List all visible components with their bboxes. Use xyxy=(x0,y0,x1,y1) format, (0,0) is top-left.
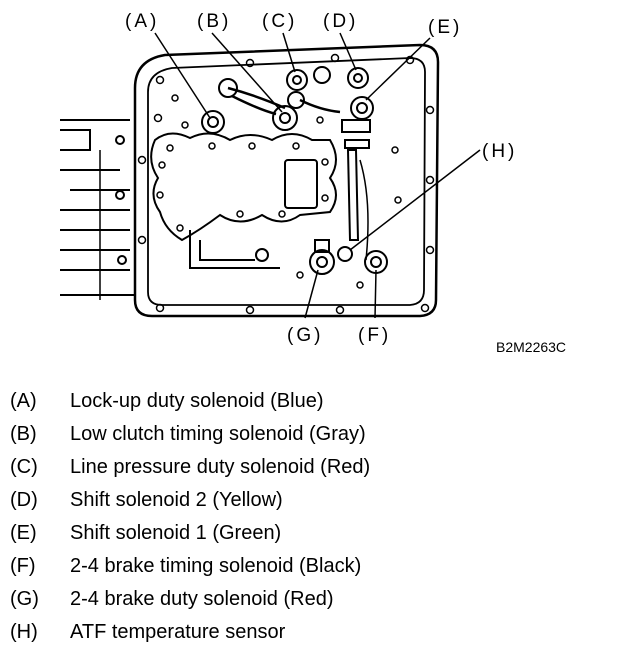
legend-key: (E) xyxy=(10,521,37,544)
legend-item: (F) 2-4 brake timing solenoid (Black) xyxy=(10,549,630,582)
legend-key: (C) xyxy=(10,455,38,478)
callout-a: (A) xyxy=(125,11,159,32)
solenoid-d xyxy=(313,66,369,89)
callout-d: (D) xyxy=(323,11,358,32)
leader-lines xyxy=(154,32,481,319)
figure-code: B2M2263C xyxy=(496,339,566,355)
legend-item: (C) Line pressure duty solenoid (Red) xyxy=(10,450,630,483)
callout-h: (H) xyxy=(482,141,517,162)
solenoid-b xyxy=(218,78,298,131)
callout-f: (F) xyxy=(358,325,391,346)
legend-key: (B) xyxy=(10,422,37,445)
legend-item: (A) Lock-up duty solenoid (Blue) xyxy=(10,384,630,417)
legend-description: ATF temperature sensor xyxy=(70,620,286,643)
pan-bolts xyxy=(137,53,435,315)
legend-item: (H) ATF temperature sensor xyxy=(10,615,630,648)
valve-body-diagram: (A) (B) (C) (D) (E) (H) (G) (F) B2M2263C xyxy=(60,11,566,355)
legend-key: (D) xyxy=(10,488,38,511)
legend-key: (F) xyxy=(10,554,36,577)
solenoid-g xyxy=(309,239,335,275)
legend-item: (B) Low clutch timing solenoid (Gray) xyxy=(10,417,630,450)
solenoid-c xyxy=(286,69,341,114)
legend-description: Lock-up duty solenoid (Blue) xyxy=(70,389,324,412)
legend-description: Shift solenoid 2 (Yellow) xyxy=(70,488,283,511)
legend-item: (E) Shift solenoid 1 (Green) xyxy=(10,516,630,549)
legend-description: Line pressure duty solenoid (Red) xyxy=(70,455,371,478)
legend-key: (A) xyxy=(10,389,37,412)
callout-g: (G) xyxy=(287,325,323,346)
legend-description: Low clutch timing solenoid (Gray) xyxy=(70,422,366,445)
legend-item: (G) 2-4 brake duty solenoid (Red) xyxy=(10,582,630,615)
legend-key: (G) xyxy=(10,587,39,610)
legend-key: (H) xyxy=(10,620,38,643)
legend: (A) Lock-up duty solenoid (Blue) (B) Low cl… xyxy=(10,384,630,648)
legend-item: (D) Shift solenoid 2 (Yellow) xyxy=(10,483,630,516)
solenoid-a xyxy=(201,110,225,134)
callout-c: (C) xyxy=(262,11,297,32)
oil-pan xyxy=(133,43,440,318)
valve-body-bolts xyxy=(156,94,402,289)
solenoid-f xyxy=(364,250,388,274)
legend-description: Shift solenoid 1 (Green) xyxy=(70,521,282,544)
legend-description: 2-4 brake timing solenoid (Black) xyxy=(70,554,362,577)
callout-b: (B) xyxy=(197,11,231,32)
legend-description: 2-4 brake duty solenoid (Red) xyxy=(70,587,334,610)
solenoid-e xyxy=(341,96,374,149)
valve-body xyxy=(150,132,337,269)
atf-temperature-sensor xyxy=(337,149,369,262)
transmission-case xyxy=(60,119,135,300)
callout-e: (E) xyxy=(428,17,462,38)
